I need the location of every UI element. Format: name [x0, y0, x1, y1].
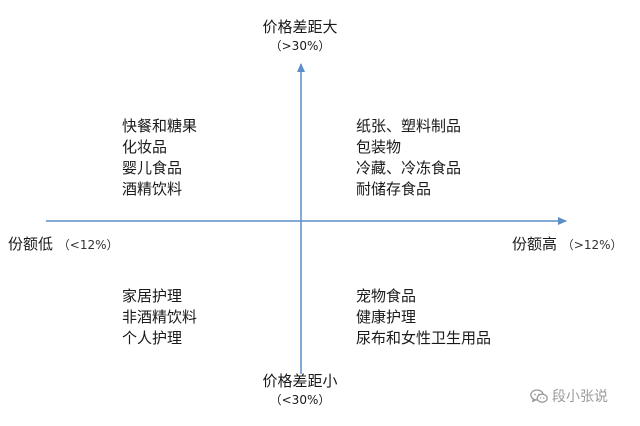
quadrant-item: 酒精饮料 [122, 180, 183, 198]
quadrant-item: 冷藏、冷冻食品 [356, 159, 462, 177]
quadrant-item: 家居护理 [122, 287, 183, 305]
axis-left-note: （<12%） [57, 238, 119, 252]
axis-top-label: 价格差距大 （>30%） [240, 18, 360, 55]
quadrant-item: 健康护理 [356, 308, 417, 326]
quadrant-item: 包装物 [356, 138, 402, 156]
quadrant-top-left: 快餐和糖果 化妆品 婴儿食品 酒精饮料 [122, 116, 197, 200]
quadrant-item: 快餐和糖果 [122, 117, 198, 135]
axis-bottom-note: （<30%） [269, 393, 331, 407]
wechat-icon [530, 388, 548, 404]
quadrant-item: 尿布和女性卫生用品 [356, 329, 492, 347]
watermark: 段小张说 [530, 386, 608, 406]
axis-top-note: （>30%） [269, 39, 331, 53]
axis-bottom-label: 价格差距小 （<30%） [240, 372, 360, 409]
quadrant-item: 耐储存食品 [356, 180, 432, 198]
axis-left-label: 份额低 （<12%） [8, 235, 119, 255]
quadrant-item: 纸张、塑料制品 [356, 117, 462, 135]
quadrant-bottom-left: 家居护理 非酒精饮料 个人护理 [122, 286, 197, 349]
quadrant-item: 非酒精饮料 [122, 308, 198, 326]
axis-left-title: 份额低 [8, 235, 54, 253]
watermark-text: 段小张说 [552, 389, 608, 405]
quadrant-item: 婴儿食品 [122, 159, 183, 177]
quadrant-item: 宠物食品 [356, 287, 417, 305]
axis-right-label: 份额高 （>12%） [512, 235, 623, 255]
quadrant-bottom-right: 宠物食品 健康护理 尿布和女性卫生用品 [356, 286, 491, 349]
quadrant-item: 个人护理 [122, 329, 183, 347]
axis-right-note: （>12%） [561, 238, 623, 252]
quadrant-item: 化妆品 [122, 138, 168, 156]
quadrant-top-right: 纸张、塑料制品 包装物 冷藏、冷冻食品 耐储存食品 [356, 116, 461, 200]
axis-right-title: 份额高 [512, 235, 558, 253]
axis-top-title: 价格差距大 [262, 18, 338, 36]
axis-bottom-title: 价格差距小 [262, 372, 338, 390]
